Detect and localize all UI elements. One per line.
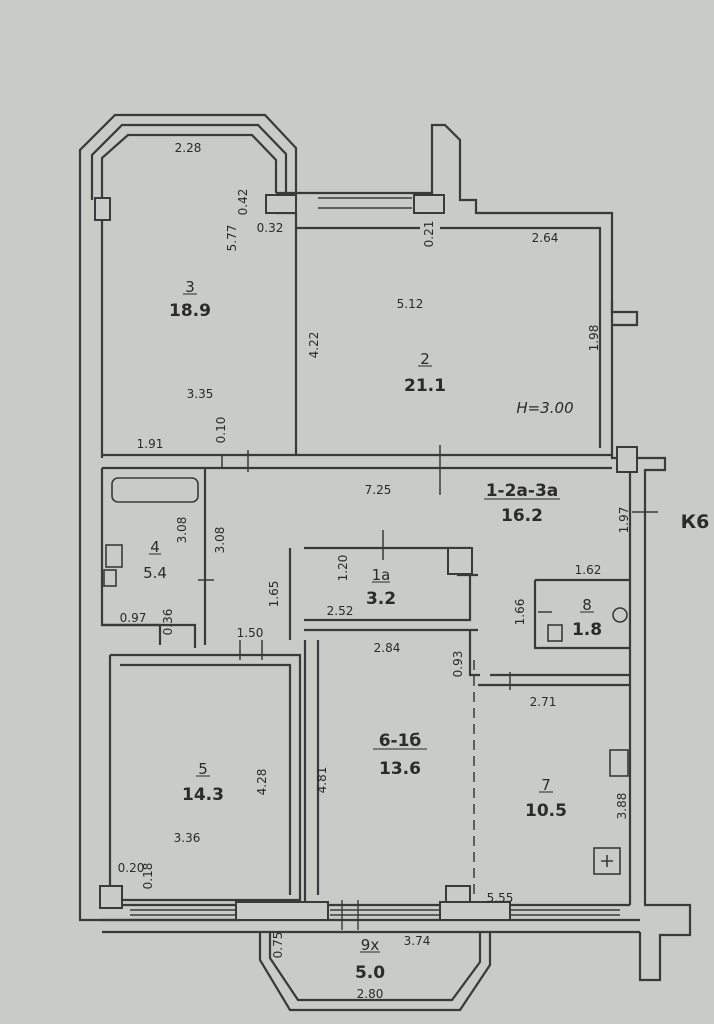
sink-icon — [547, 624, 563, 642]
bathtub-icon — [111, 477, 199, 503]
dimension-label: 4.81 — [315, 767, 329, 794]
room-1-area: 16.2 — [501, 506, 543, 526]
room-4-area: 5.4 — [143, 564, 167, 582]
dimension-ticks — [198, 450, 658, 690]
dimension-label: 2.84 — [374, 641, 401, 655]
room-4-number: 4 — [150, 538, 160, 556]
room-1-number: 1-2а-3а — [486, 481, 559, 501]
dimension-label: 0.93 — [451, 651, 465, 678]
dimension-label: 3.35 — [187, 387, 214, 401]
dimension-label: 1.65 — [267, 581, 281, 608]
stair-label: К6 — [681, 511, 710, 533]
ceiling-height: H=3.00 — [516, 399, 573, 417]
room-1a-area: 3.2 — [366, 589, 396, 609]
dimension-label: 0.20 — [118, 861, 145, 875]
dimension-label: 1.62 — [575, 563, 602, 577]
sink-icon — [105, 544, 123, 568]
room-7-area: 10.5 — [525, 801, 567, 821]
dimension-labels: 2.28 0.42 5.77 0.32 3.35 1.91 0.10 0.21 … — [118, 141, 631, 1001]
toilet-icon — [103, 569, 117, 587]
dimension-label: 3.74 — [404, 934, 431, 948]
dimension-label: 2.80 — [357, 987, 384, 1001]
dimension-label: 3.88 — [615, 793, 629, 820]
dimension-label: 3.36 — [174, 831, 201, 845]
dimension-label: 0.18 — [141, 863, 155, 890]
room-9-number: 9х — [361, 936, 380, 954]
dimension-label: 7.25 — [365, 483, 392, 497]
stove-icon — [609, 749, 629, 777]
dimension-label: 4.28 — [255, 769, 269, 796]
dimension-label: 3.08 — [175, 517, 189, 544]
dimension-label: 2.64 — [532, 231, 559, 245]
room-2-number: 2 — [420, 350, 430, 368]
dimension-label: 0.21 — [422, 221, 436, 248]
room-5-area: 14.3 — [182, 785, 224, 805]
dimension-label: 2.28 — [175, 141, 202, 155]
room-8-area: 1.8 — [572, 620, 602, 640]
dimension-label: 0.10 — [214, 417, 228, 444]
room-7-number: 7 — [541, 776, 551, 794]
wall-blocks — [94, 194, 638, 921]
dimension-label: 5.12 — [397, 297, 424, 311]
dimension-label: 1.98 — [587, 325, 601, 352]
dimension-label: 2.71 — [530, 695, 557, 709]
room-5-number: 5 — [198, 760, 208, 778]
walls — [78, 113, 692, 1012]
room-3-number: 3 — [185, 278, 195, 296]
dimension-label: 1.91 — [137, 437, 164, 451]
kitchen-sink-icon — [593, 847, 621, 875]
dimension-label: 4.22 — [307, 332, 321, 359]
dimension-label: 3.08 — [213, 527, 227, 554]
dimension-label: 1.66 — [513, 599, 527, 626]
dimension-label: 1.97 — [617, 507, 631, 534]
room-2-area: 21.1 — [404, 376, 446, 396]
dimension-label: 0.32 — [257, 221, 284, 235]
room-labels: 3 18.9 2 21.1 H=3.00 1-2а-3а 16.2 4 5.4 … — [143, 278, 709, 983]
room-8-number: 8 — [582, 596, 592, 614]
dimension-label: 5.77 — [225, 225, 239, 252]
dimension-label: 0.75 — [271, 932, 285, 959]
dimension-label: 0.97 — [120, 611, 147, 625]
room-9-area: 5.0 — [355, 963, 385, 983]
room-1a-number: 1а — [372, 566, 391, 584]
windows — [130, 197, 620, 930]
room-6-area: 13.6 — [379, 759, 421, 779]
dimension-label: 0.36 — [161, 609, 175, 636]
dimension-label: 2.52 — [327, 604, 354, 618]
dimension-label: 1.20 — [336, 555, 350, 582]
room-3-area: 18.9 — [169, 301, 211, 321]
toilet-icon — [612, 607, 628, 623]
room-6-number: 6-1б — [379, 731, 422, 751]
dimension-label: 5.55 — [487, 891, 514, 905]
fixtures — [103, 477, 629, 875]
dimension-label: 1.50 — [237, 626, 264, 640]
dimension-label: 0.42 — [236, 189, 250, 216]
